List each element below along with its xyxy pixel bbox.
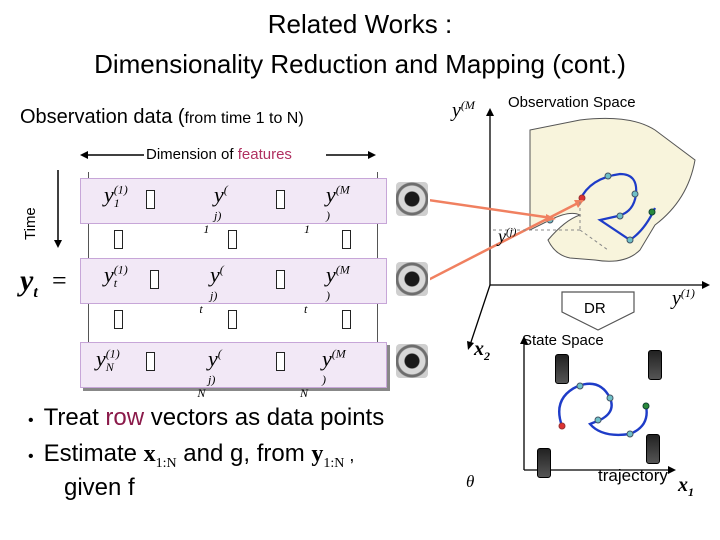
- robot-icon: [648, 350, 662, 380]
- slide-title-line1: Related Works :: [267, 9, 453, 39]
- row-word: row: [105, 404, 145, 431]
- yt-label: yt: [20, 264, 38, 302]
- bullet-2: •Estimate x1:N and g, from y1:N ,: [28, 440, 355, 471]
- observation-heading-small: from time 1 to N): [184, 110, 304, 127]
- observation-space-label: Observation Space: [508, 94, 636, 111]
- state-space-label: State Space: [522, 332, 604, 349]
- cell-yN-1: y(1)N: [96, 346, 120, 375]
- robot-icon: [646, 434, 660, 464]
- observation-heading: Observation data (from time 1 to N): [20, 106, 304, 129]
- axis-label-x1: x1: [678, 474, 694, 499]
- axis-label-yM: y(M: [452, 98, 475, 122]
- ellipsis-box: [276, 352, 285, 371]
- trajectory-label: trajectory: [598, 466, 668, 485]
- mapping-arrow: [430, 199, 553, 220]
- dimension-arrow: [80, 151, 376, 159]
- theta-label: θ: [466, 472, 475, 491]
- observation-manifold: [529, 117, 696, 262]
- observation-heading-main: Observation data (: [20, 106, 185, 128]
- cell-yt-1: y(1)t: [104, 262, 128, 291]
- yt-base: y: [20, 264, 34, 297]
- features-word: features: [237, 146, 292, 163]
- cell-y1-j: y( j)1: [203, 182, 228, 237]
- ellipsis-box: [276, 270, 285, 289]
- row-band-1: [80, 178, 387, 224]
- row-band-t: [80, 258, 387, 304]
- axis-label-yj: y(j): [498, 226, 517, 246]
- cell-yN-j: y( j)N: [197, 346, 222, 401]
- camera-image-thumbnail: [396, 182, 428, 216]
- ellipsis-box: [228, 230, 237, 249]
- cell-yt-M: y(M )t: [304, 262, 350, 317]
- state-trajectory: [558, 382, 648, 437]
- dimension-label: Dimension of features: [146, 146, 292, 163]
- bullet-1: •Treat row vectors as data points: [28, 404, 385, 431]
- mapping-arrow: [430, 200, 581, 281]
- ellipsis-box: [146, 190, 155, 209]
- equals-sign: =: [52, 266, 67, 295]
- robot-icon: [537, 448, 551, 478]
- cell-yN-M: y(M )N: [300, 346, 346, 401]
- dr-label: DR: [584, 300, 606, 317]
- bullet-marker: •: [28, 448, 34, 465]
- dimension-label-text: Dimension of: [146, 146, 238, 163]
- bullet-marker: •: [28, 412, 34, 429]
- ellipsis-box: [342, 310, 351, 329]
- dr-arrow: [561, 291, 635, 331]
- ellipsis-box: [228, 310, 237, 329]
- ellipsis-box: [146, 352, 155, 371]
- obs-axis-depth: [469, 284, 491, 346]
- ellipsis-box: [276, 190, 285, 209]
- observation-space-diagram: [430, 108, 710, 350]
- cell-yt-j: y( j)t: [199, 262, 224, 317]
- time-arrow: [54, 170, 62, 248]
- yt-sub: t: [33, 284, 38, 301]
- camera-image-thumbnail: [396, 262, 428, 296]
- camera-image-thumbnail: [396, 344, 428, 378]
- ellipsis-box: [114, 310, 123, 329]
- cell-y1-M: y(M )1: [304, 182, 350, 237]
- ellipsis-box: [150, 270, 159, 289]
- ellipsis-box: [342, 230, 351, 249]
- bullet-2-continuation: given f: [64, 474, 135, 501]
- state-space-diagram: [520, 336, 676, 474]
- axis-label-x2: x2: [474, 338, 490, 363]
- row-band-N: [80, 342, 387, 388]
- time-label: Time: [22, 207, 39, 240]
- slide-title-line2: Dimensionality Reduction and Mapping (co…: [94, 49, 626, 79]
- axis-label-y1: y(1): [672, 286, 695, 310]
- ellipsis-box: [114, 230, 123, 249]
- cell-y1-1: y(1)1: [104, 182, 128, 211]
- robot-icon: [555, 354, 569, 384]
